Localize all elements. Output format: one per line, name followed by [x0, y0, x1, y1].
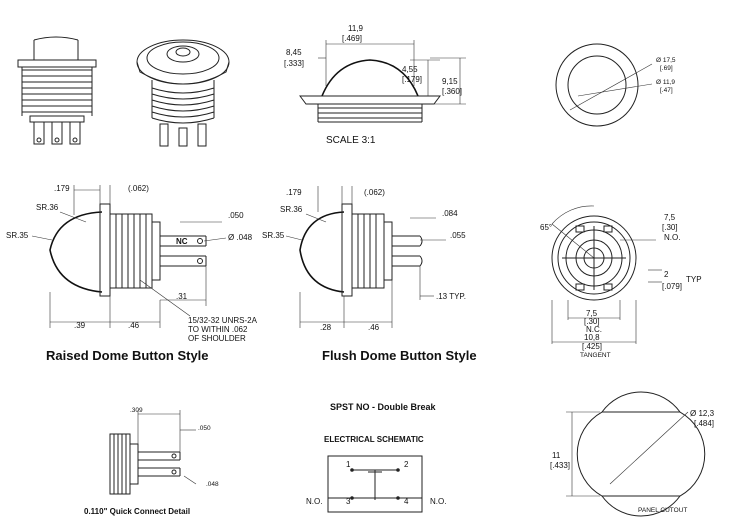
raised-dim-39: .39 [74, 321, 86, 330]
switch-perspective-view [136, 39, 230, 147]
raised-dim-46: .46 [128, 321, 140, 330]
rear-angle: 65° [540, 223, 552, 232]
rear-bottom-75-inch: [.30] [584, 317, 600, 326]
schematic-title: SPST NO - Double Break [330, 402, 437, 412]
schematic-no-right: N.O. [430, 497, 446, 506]
rear-dim-2-inch: [.079] [662, 282, 682, 291]
cutout-diameter: Ø 12,3 [690, 409, 715, 418]
flush-title: Flush Dome Button Style [322, 348, 477, 363]
raised-title: Raised Dome Button Style [46, 348, 209, 363]
flush-sr35: SR.35 [262, 231, 285, 240]
flush-dim-13: .13 TYP. [436, 292, 466, 301]
rear-no-label: N.O. [664, 233, 680, 242]
outer-diameter: Ø 17,5 [656, 57, 676, 64]
qc-dim-050: .050 [198, 425, 211, 432]
scale-left-inch: [.333] [284, 59, 304, 68]
raised-dome-section: .179 (.062) SR.36 SR.35 .050 Ø .048 NC .… [6, 184, 258, 363]
schematic-subtitle: ELECTRICAL SCHEMATIC [324, 435, 424, 444]
scale-width-dim: 11,9 [348, 24, 364, 33]
raised-thread-2: TO WITHIN .062 [188, 325, 248, 334]
rear-typ: TYP [686, 275, 702, 284]
raised-nc-label: NC [176, 237, 188, 246]
qc-dim-309: .309 [130, 407, 143, 414]
rear-nc: N.C. [586, 325, 602, 334]
outer-diameter-inch: [.69] [660, 65, 673, 72]
rear-terminal-view: 65° 7,5 [.30] N.O. 2 [.079] TYP 7,5 [.30… [540, 205, 702, 359]
scale-dome-inch: [.179] [402, 75, 422, 84]
scale-left-dim: 8,45 [286, 48, 302, 57]
cutout-height-inch: [.433] [550, 461, 570, 470]
flush-sr36: SR.36 [280, 205, 303, 214]
rear-bottom-75: 7,5 [586, 309, 598, 318]
rear-dim-108: 10,8 [584, 333, 600, 342]
scale-total-dim: 9,15 [442, 77, 458, 86]
scale-dome-dim: 4,55 [402, 65, 418, 74]
rear-dim-108-inch: [.425] [582, 342, 602, 351]
rear-dim-2: 2 [664, 270, 669, 279]
panel-cutout: Ø 12,3 [.484] 11 [.433] PANEL CUTOUT [550, 391, 715, 517]
flush-dim-062: (.062) [364, 188, 385, 197]
flush-dim-055: .055 [450, 231, 466, 240]
qc-dim-048: .048 [206, 481, 219, 488]
rear-dim-75-inch: [.30] [662, 223, 678, 232]
switch-side-view [17, 36, 97, 145]
flush-dome-section: .179 (.062) SR.36 SR.35 .084 .055 .13 TY… [262, 186, 477, 363]
schematic-pin-4: 4 [404, 497, 409, 506]
scale-width-inch: [.469] [342, 34, 362, 43]
raised-sr36: SR.36 [36, 203, 59, 212]
quick-connect-detail: .309 .050 .048 0.110" Quick Connect Deta… [84, 407, 219, 516]
raised-dim-179: .179 [54, 184, 70, 193]
rear-tangent: TANGENT [580, 352, 611, 359]
schematic-pin-3: 3 [346, 497, 351, 506]
front-circle-view: Ø 17,5 [.69] Ø 11,9 [.47] [555, 43, 676, 127]
schematic-pin-1: 1 [346, 460, 351, 469]
raised-dim-062: (.062) [128, 184, 149, 193]
qc-caption: 0.110" Quick Connect Detail [84, 507, 190, 516]
schematic-no-left: N.O. [306, 497, 322, 506]
raised-dim-050: .050 [228, 211, 244, 220]
cutout-diameter-inch: [.484] [694, 419, 714, 428]
schematic-pin-2: 2 [404, 460, 409, 469]
raised-thread-3: OF SHOULDER [188, 334, 246, 343]
flush-dim-179: .179 [286, 188, 302, 197]
flush-dim-46: .46 [368, 323, 380, 332]
flush-dim-28: .28 [320, 323, 332, 332]
scale-total-inch: [.360] [442, 87, 462, 96]
inner-diameter-inch: [.47] [660, 87, 673, 94]
cutout-caption: PANEL CUTOUT [638, 507, 687, 514]
electrical-schematic: SPST NO - Double Break ELECTRICAL SCHEMA… [306, 402, 446, 513]
scale-profile-view: 11,9 [.469] 8,45 [.333] 4,55 [.179] 9,15… [284, 24, 466, 146]
rear-dim-75: 7,5 [664, 213, 676, 222]
raised-thread-1: 15/32-32 UNRS-2A [188, 316, 258, 325]
raised-sr35: SR.35 [6, 231, 29, 240]
inner-diameter: Ø 11,9 [656, 79, 675, 86]
raised-dim-048: Ø .048 [228, 233, 253, 242]
flush-dim-084: .084 [442, 209, 458, 218]
scale-caption: SCALE 3:1 [326, 135, 376, 146]
cutout-height: 11 [552, 451, 561, 460]
raised-dim-31: .31 [176, 292, 188, 301]
